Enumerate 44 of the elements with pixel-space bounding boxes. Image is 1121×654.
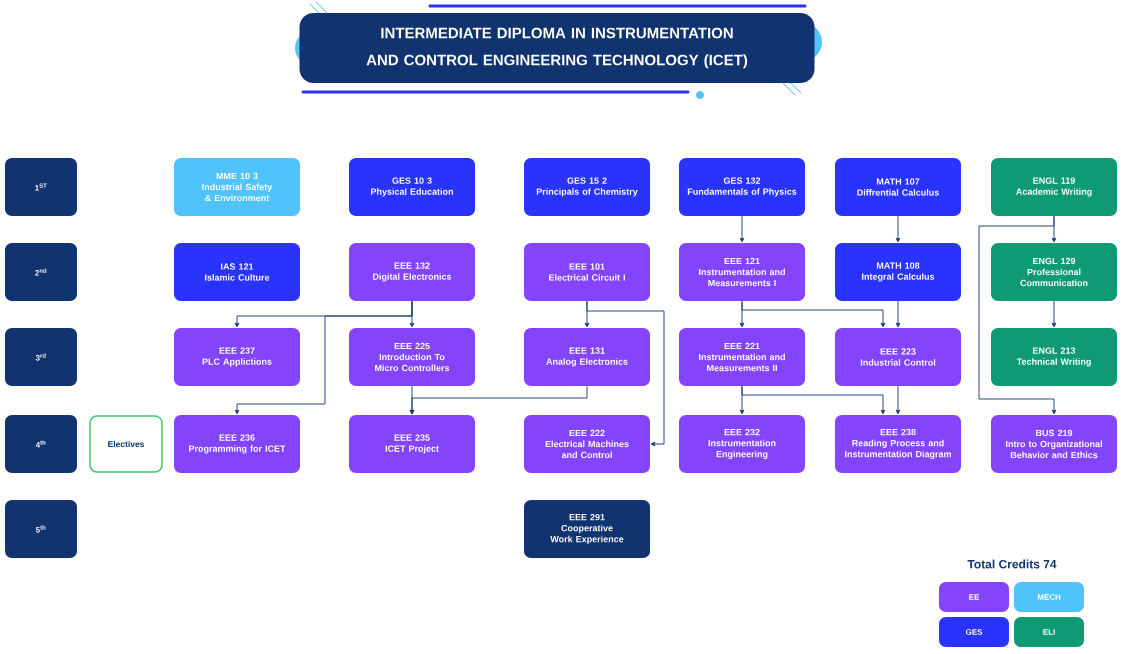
course-box: MATH 108 Integral Calculus: [835, 243, 961, 301]
semester-box: 5$^{th}$: [5, 500, 77, 558]
course-box: EEE 236 Programming for ICET: [174, 415, 300, 473]
arrow: [741, 385, 886, 415]
arrow: [234, 300, 413, 415]
course-box: ENGL 119 Academic Writing: [991, 158, 1117, 216]
total-credits-label: Total Credits 74: [967, 559, 1057, 569]
arrow: [978, 215, 1057, 415]
arrow: [739, 215, 745, 243]
arrow: [895, 300, 901, 328]
arrow: [586, 300, 665, 447]
course-box: MME 10 3 Industrial Safety & Environment: [174, 158, 300, 216]
course-box: GES 132 Fundamentals of Physics: [679, 158, 805, 216]
course-box: BUS 219 Intro to Organizational Behavior and Ethics: [991, 415, 1117, 473]
semester-box: 1$^{ST}$: [5, 158, 77, 216]
course-box: EEE 101 Electrical Circuit I: [524, 243, 650, 301]
title-banner: INTERMEDIATE DIPLOMA IN INSTRUMENTATION AND CONTROL ENGINEERING TECHNOLOGY (ICET): [299, 13, 815, 83]
course-box: IAS 121 Islamic Culture: [174, 243, 300, 301]
arrow: [895, 385, 901, 415]
electives-box: Electives: [89, 415, 163, 473]
course-box: EEE 223 Industrial Control: [835, 328, 961, 386]
semester-box: 2$^{nd}$: [5, 243, 77, 301]
course-box: MATH 107 Diffrential Calculus: [835, 158, 961, 216]
course-box: EEE 131 Analog Electronics: [524, 328, 650, 386]
course-box: EEE 291 Cooperative Work Experience: [524, 500, 650, 558]
course-box: EEE 132 Digital Electronics: [349, 243, 475, 301]
course-box: EEE 238 Reading Process and Instrumentation Diagram: [835, 415, 961, 473]
arrow: [409, 385, 588, 415]
semester-box: 3$^{rd}$: [5, 328, 77, 386]
arrow: [1051, 300, 1057, 328]
arrow: [895, 215, 901, 243]
course-box: EEE 237 PLC Applictions: [174, 328, 300, 386]
course-box: EEE 225 Introduction To Micro Controllers: [349, 328, 475, 386]
course-box: GES 10 3 Physical Education: [349, 158, 475, 216]
course-box: EEE 222 Electrical Machines and Control: [524, 415, 650, 473]
arrow: [741, 300, 886, 328]
course-box: ENGL 129 Professional Communication: [991, 243, 1117, 301]
semester-box: 4$^{th}$: [5, 415, 77, 473]
course-box: ENGL 213 Technical Writing: [991, 328, 1117, 386]
course-box: EEE 232 Instrumentation Engineering: [679, 415, 805, 473]
course-box: EEE 235 ICET Project: [349, 415, 475, 473]
course-box: GES 15 2 Principals of Chemistry: [524, 158, 650, 216]
course-box: EEE 121 Instrumentation and Measurements I: [679, 243, 805, 301]
course-box: EEE 221 Instrumentation and Measurements II: [679, 328, 805, 386]
